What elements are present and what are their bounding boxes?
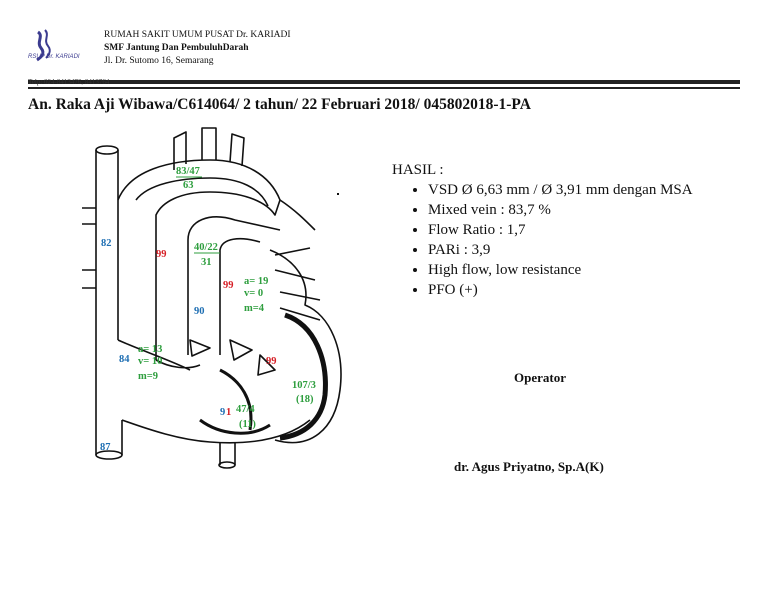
sat-pa: 90 [194,306,205,317]
la-pressure-v: v= 0 [244,288,263,299]
operator-label: Operator [514,370,566,385]
finding-item: Mixed vein : 83,7 % [428,200,748,220]
svc-opening [95,145,119,155]
sat-rv-a: 9 [220,407,225,418]
sat-ao: 99 [156,249,167,260]
sat-svc: 82 [101,238,112,249]
hospital-phone: Telp: 024-8413476, 8413764 [28,78,110,86]
pa-pressure-bottom: 31 [201,257,212,268]
descending-aorta [279,199,316,231]
sat-ra: 84 [119,354,130,365]
left-heart-outline [269,249,342,444]
aortic-arch [117,159,281,360]
arch-branches [173,127,245,170]
valves [189,339,276,376]
hospital-address: Jl. Dr. Sutomo 16, Semarang [104,56,214,66]
pulmonary-artery [187,216,281,355]
aorta-pressure-bottom: 63 [183,180,194,191]
rv-pressure-bottom: (11) [239,419,256,430]
ra-pressure-a: a= 13 [138,344,162,355]
ivc-outline [95,390,123,455]
logo-icon [36,29,51,62]
sat-lv: 99 [266,356,277,367]
finding-item: PFO (+) [428,280,748,300]
lv-pressure-bottom: (18) [296,394,314,405]
heart-diagram: 83/47 63 40/22 31 a= 19 v= 0 m=4 a= 13 v… [82,127,342,469]
ventricular-septum [219,368,253,431]
header-rule-thick [28,80,740,84]
finding-item: High flow, low resistance [428,260,748,280]
aortic-root [155,359,201,369]
findings-list: VSD Ø 6,63 mm / Ø 3,91 mm dengan MSA Mix… [392,180,748,300]
aorta-pressure-top: 83/47 [176,166,200,177]
sat-rv-b: 1 [226,407,231,418]
ra-pressure-v: v= 10 [138,356,162,367]
hospital-name: RUMAH SAKIT UMUM PUSAT Dr. KARIADI [104,30,291,40]
ivc-opening [95,450,123,460]
rv-wall [199,418,271,435]
left-pulmonary-veins [274,247,321,321]
department-name: SMF Jantung Dan PembuluhDarah [104,43,249,53]
finding-item: Flow Ratio : 1,7 [428,220,748,240]
la-pressure-m: m=4 [244,303,265,314]
doctor-name: dr. Agus Priyatno, Sp.A(K) [454,459,604,474]
lv-pressure-top: 107/3 [292,380,316,391]
svc-outline [95,150,119,390]
dot-marker [337,193,339,195]
right-pulmonary-veins [82,207,96,289]
ra-pressure-m: m=9 [138,371,158,382]
logo-label: RSUP Dr. KARIADI [28,54,80,60]
aortic-arch-inner [135,177,269,207]
header-rule-thin [28,87,740,89]
patient-line: An. Raka Aji Wibawa/C614064/ 2 tahun/ 22… [28,96,531,113]
lv-wall [279,312,328,441]
finding-item: VSD Ø 6,63 mm / Ø 3,91 mm dengan MSA [428,180,748,200]
sat-lpv: 99 [223,280,234,291]
rv-pressure-top: 47/4 [236,404,255,415]
finding-item: PARi : 3,9 [428,240,748,260]
hospital-logo: RSUP Dr. KARIADI [28,28,84,64]
sat-ivc: 87 [100,442,111,453]
apex [219,442,236,465]
hasil-title: HASIL : [392,162,444,178]
la-pressure-a: a= 19 [244,276,268,287]
pa-pressure-top: 40/22 [194,242,218,253]
